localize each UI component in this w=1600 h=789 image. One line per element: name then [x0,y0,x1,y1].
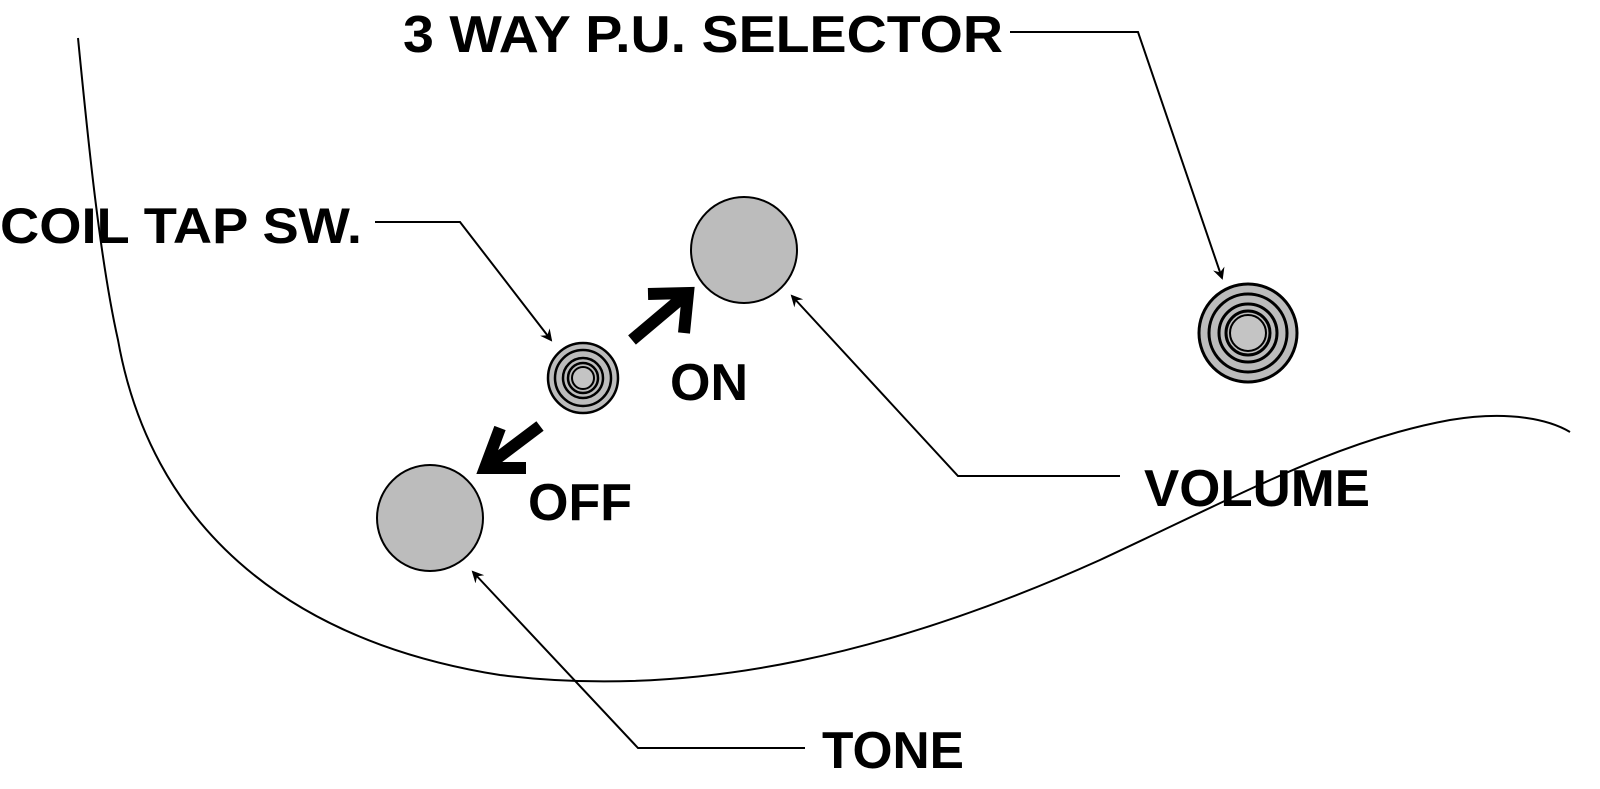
coil-tap-switch[interactable] [546,341,620,415]
tone-leader-line [471,570,805,749]
body-outline-curve [77,37,1571,683]
volume-knob[interactable] [690,196,798,304]
off-direction-arrow-icon [476,421,544,474]
on-label: ON [670,354,748,412]
selector-leader-line [1010,31,1225,280]
coil-tap-label: COIL TAP SW. [0,198,362,254]
volume-label: VOLUME [1144,460,1370,518]
tone-knob[interactable] [376,464,484,572]
volume-leader-line [790,294,1120,477]
pickup-selector-switch[interactable] [1197,282,1299,384]
tone-label: TONE [822,722,964,780]
selector-label: 3 WAY P.U. SELECTOR [403,6,1003,64]
off-label: OFF [528,474,632,532]
coil-tap-leader-line [375,221,553,342]
on-direction-arrow-icon [628,286,695,345]
